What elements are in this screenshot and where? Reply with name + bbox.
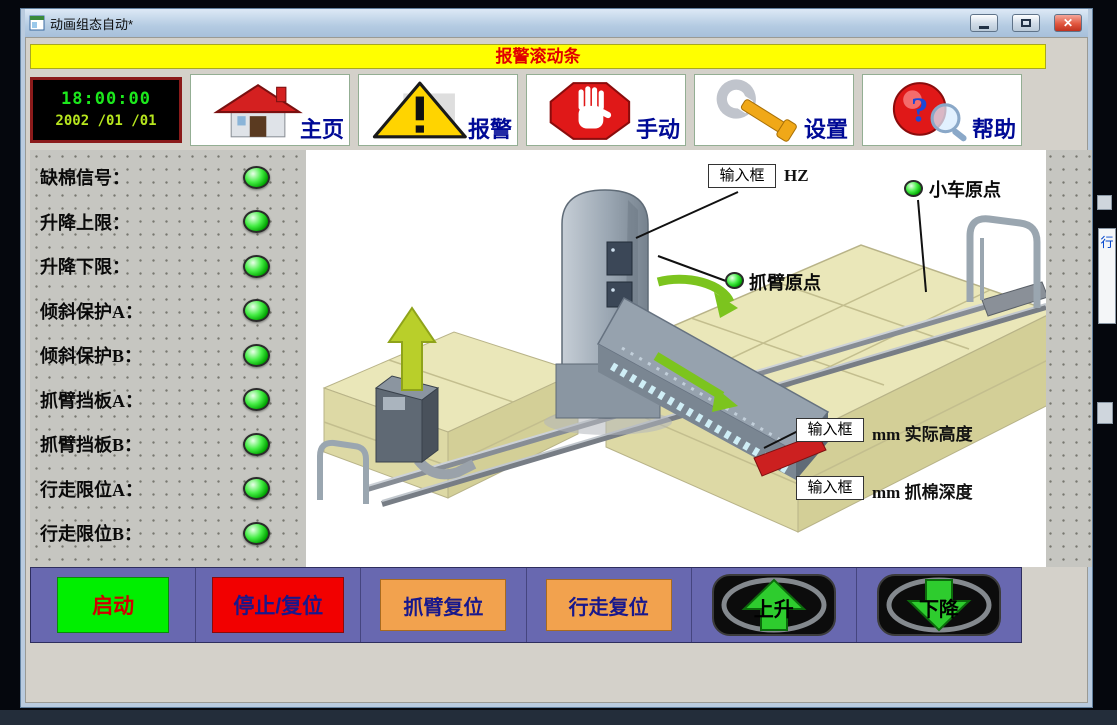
svg-text:?: ? xyxy=(911,90,929,129)
led-indicator xyxy=(243,432,270,456)
led-indicator xyxy=(243,165,270,189)
annotation-lines xyxy=(635,191,927,449)
manual-hand-icon xyxy=(549,82,631,140)
window-title: 动画组态自动* xyxy=(50,16,134,32)
clock-date: 2002 /01 /01 xyxy=(55,113,157,129)
status-row: 抓臂挡板B： xyxy=(30,422,306,467)
help-question-icon: ? xyxy=(892,82,967,142)
status-row: 升降上限： xyxy=(30,200,306,245)
led-indicator xyxy=(243,388,270,412)
machine-illustration xyxy=(317,189,1046,533)
led-indicator xyxy=(243,254,270,278)
status-label: 行走限位B： xyxy=(40,524,143,545)
status-label: 升降下限： xyxy=(40,257,130,278)
toolbar-button-label: 主页 xyxy=(299,117,344,142)
status-panel: 缺棉信号： 升降上限： 升降下限： 倾斜保护A： 倾斜保护B： xyxy=(30,150,306,567)
status-label: 行走限位A： xyxy=(40,479,143,500)
status-row: 缺棉信号： xyxy=(30,155,306,200)
status-row: 倾斜保护B： xyxy=(30,333,306,378)
app-icon xyxy=(29,15,45,31)
depth-input[interactable]: 输入框 xyxy=(796,476,864,500)
clock-display: 18:00:00 2002 /01 /01 xyxy=(30,77,182,143)
arm-reset-button[interactable]: 抓臂复位 xyxy=(380,579,507,631)
close-icon: ✕ xyxy=(1062,16,1074,30)
frequency-input[interactable]: 输入框 xyxy=(708,164,776,188)
toolbar-button-label: 报警 xyxy=(467,117,512,142)
height-unit-label: mm 实际高度 xyxy=(872,425,973,444)
toolbar-button-label: 手动 xyxy=(635,117,680,142)
background-window-fragment xyxy=(1097,402,1113,424)
toolbar-button-label: 设置 xyxy=(803,117,848,142)
handrail-right xyxy=(966,215,1041,308)
rail-end-block xyxy=(981,281,1046,317)
background-window-fragment: 行 xyxy=(1098,228,1116,324)
home-icon xyxy=(213,83,303,138)
stop-reset-button[interactable]: 停止/复位 xyxy=(212,577,345,633)
handrail-left xyxy=(317,439,369,504)
minimize-icon xyxy=(979,26,989,29)
toolbar-button-alarm[interactable]: 报警 xyxy=(358,74,518,146)
status-label: 抓臂挡板B： xyxy=(40,435,143,456)
arm-origin-led xyxy=(725,272,744,289)
start-button[interactable]: 启动 xyxy=(57,577,170,633)
up-button-label: 上升 xyxy=(753,599,794,621)
height-input[interactable]: 输入框 xyxy=(796,418,864,442)
led-indicator xyxy=(243,521,270,545)
main-window: 动画组态自动* ✕ 报警滚动条 18:00:00 2002 /01 /01 xyxy=(20,8,1093,708)
depth-unit-label: mm 抓棉深度 xyxy=(872,483,973,502)
down-button[interactable]: 下降 xyxy=(876,573,1002,637)
down-button-label: 下降 xyxy=(918,599,959,621)
plucker-arm xyxy=(596,296,830,480)
frequency-unit-label: HZ xyxy=(784,166,809,185)
minimize-button[interactable] xyxy=(970,14,998,32)
fragment-text: 行 xyxy=(1100,235,1114,250)
led-indicator xyxy=(243,477,270,501)
status-label: 缺棉信号： xyxy=(40,168,130,189)
desktop-bottom-strip xyxy=(0,710,1117,725)
machine-diagram: 输入框 HZ 小车原点 抓臂原点 输入框 mm 实际高度 输入框 mm 抓棉深度 xyxy=(306,150,1046,567)
toolbar: 18:00:00 2002 /01 /01 主页 xyxy=(30,74,1046,146)
status-label: 抓臂挡板A： xyxy=(40,390,143,411)
status-row: 行走限位A： xyxy=(30,467,306,512)
toolbar-button-label: 帮助 xyxy=(971,117,1016,142)
alarm-marquee: 报警滚动条 xyxy=(30,44,1046,69)
arrow-down-icon xyxy=(876,574,1001,636)
led-indicator xyxy=(243,343,270,367)
rotation-arrows xyxy=(653,274,738,412)
settings-wrench-icon xyxy=(716,79,797,142)
toolbar-button-home[interactable]: 主页 xyxy=(190,74,350,146)
background-window-fragment xyxy=(1097,195,1112,210)
toolbar-button-manual[interactable]: 手动 xyxy=(526,74,686,146)
main-area: 缺棉信号： 升降上限： 升降下限： 倾斜保护A： 倾斜保护B： xyxy=(30,150,1092,567)
status-row: 抓臂挡板A： xyxy=(30,378,306,423)
led-indicator xyxy=(243,210,270,234)
titlebar: 动画组态自动* ✕ xyxy=(25,9,1088,37)
client-area: 报警滚动条 18:00:00 2002 /01 /01 主页 xyxy=(25,37,1092,703)
toolbar-button-settings[interactable]: 设置 xyxy=(694,74,854,146)
maximize-icon xyxy=(1021,19,1031,27)
status-row: 升降下限： xyxy=(30,244,306,289)
lift-arrow xyxy=(387,306,437,391)
close-button[interactable]: ✕ xyxy=(1054,14,1082,32)
up-button[interactable]: 上升 xyxy=(711,573,837,637)
travel-reset-button[interactable]: 行走复位 xyxy=(545,579,672,631)
cart-origin-led xyxy=(904,180,923,197)
status-row: 行走限位B： xyxy=(30,511,306,556)
arrow-up-icon xyxy=(711,574,836,636)
status-label: 倾斜保护A： xyxy=(40,301,143,322)
maximize-button[interactable] xyxy=(1012,14,1040,32)
clock-time: 18:00:00 xyxy=(61,89,151,109)
status-row: 倾斜保护A： xyxy=(30,289,306,334)
arm-origin-label: 抓臂原点 xyxy=(749,273,821,293)
led-indicator xyxy=(243,299,270,323)
status-label: 倾斜保护B： xyxy=(40,346,143,367)
cart-origin-label: 小车原点 xyxy=(929,180,1001,200)
status-label: 升降上限： xyxy=(40,212,130,233)
toolbar-button-help[interactable]: ? 帮助 xyxy=(862,74,1022,146)
alarm-icon xyxy=(372,81,467,139)
control-bar: 启动 停止/复位 抓臂复位 行走复位 上升 xyxy=(30,567,1022,643)
